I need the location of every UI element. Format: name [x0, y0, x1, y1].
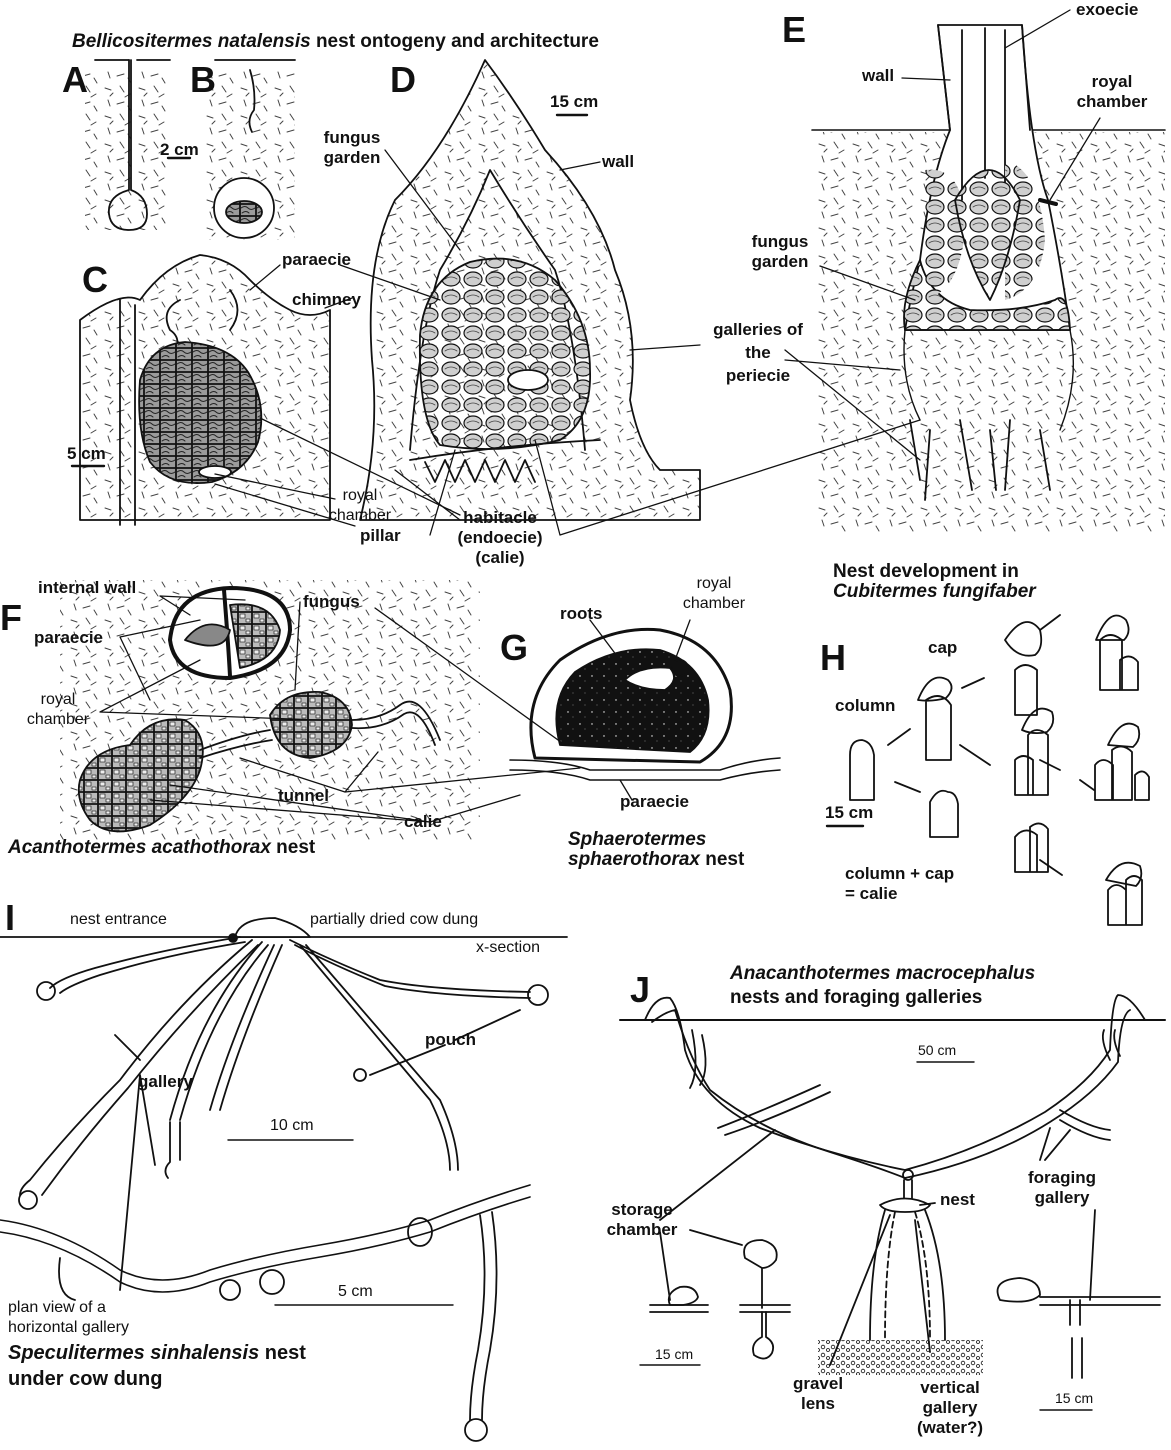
label-pouch: pouch — [425, 1030, 476, 1050]
label-wall-d: wall — [602, 152, 634, 172]
label-xsection: x-section — [476, 938, 540, 958]
scale-i-2: 5 cm — [338, 1282, 373, 1302]
label-habitacle: habitacle(endoecie)(calie) — [457, 508, 542, 568]
title-species: Bellicositermes natalensis — [72, 31, 311, 52]
label-internal-wall: internal wall — [38, 578, 136, 598]
panel-f-drawing — [60, 580, 480, 840]
scale-h: 15 cm — [825, 803, 873, 823]
panel-letter-e: E — [782, 12, 806, 48]
label-roots: roots — [560, 604, 603, 624]
panel-letter-h: H — [820, 640, 846, 676]
label-wall-e: wall — [862, 66, 894, 86]
panel-letter-f: F — [0, 600, 22, 636]
panel-letter-d: D — [390, 62, 416, 98]
scale-j-2: 15 cm — [655, 1344, 693, 1364]
caption-f: Acanthotermes acathothorax nest — [8, 838, 315, 858]
scale-i-1: 10 cm — [270, 1116, 314, 1136]
label-exoecie: exoecie — [1076, 0, 1138, 20]
scale-d: 15 cm — [550, 92, 598, 112]
label-formula: column + cap= calie — [845, 864, 954, 904]
label-dung: partially dried cow dung — [310, 910, 478, 930]
label-paraecie-f: paraecie — [34, 628, 103, 648]
panel-letter-i: I — [5, 900, 15, 936]
label-pillar: pillar — [360, 526, 401, 546]
panel-letter-g: G — [500, 630, 528, 666]
label-cap: cap — [928, 638, 957, 658]
label-gallery: gallery — [138, 1072, 193, 1092]
label-chimney: chimney — [292, 290, 361, 310]
panel-letter-b: B — [190, 62, 216, 98]
label-nest-entrance: nest entrance — [70, 910, 167, 930]
label-column: column — [835, 696, 895, 716]
scale-j-1: 50 cm — [918, 1040, 956, 1060]
panel-letter-c: C — [82, 262, 108, 298]
panel-b-drawing — [205, 60, 295, 240]
panel-g-drawing — [510, 629, 780, 780]
scale-j-3: 15 cm — [1055, 1388, 1093, 1408]
figure-title: Bellicositermes natalensis nest ontogeny… — [72, 32, 599, 52]
scale-c: 5 cm — [67, 444, 106, 464]
scale-a: 2 cm — [160, 140, 199, 160]
panel-letter-j: J — [630, 972, 650, 1008]
label-calie: calie — [404, 812, 442, 832]
label-paraecie-g: paraecie — [620, 792, 689, 812]
panel-letter-a: A — [62, 62, 88, 98]
label-paraecie: paraecie — [282, 250, 351, 270]
title-rest: nest ontogeny and architecture — [311, 31, 599, 52]
label-nest: nest — [940, 1190, 975, 1210]
label-fungus: fungus — [303, 592, 360, 612]
label-tunnel: tunnel — [278, 786, 329, 806]
